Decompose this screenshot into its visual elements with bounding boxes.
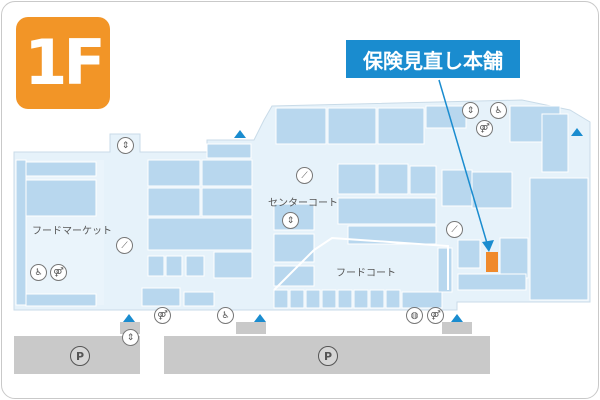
floor-badge: 1F [16,17,110,109]
store-block [201,159,253,187]
escalator-icon: ⟋ [116,237,133,254]
entrance-arrow [451,314,463,322]
store-block [337,289,353,309]
store-block [183,291,215,307]
store-block [327,107,377,145]
walkway [442,322,472,334]
escalator-icon: ⟋ [446,221,463,238]
elevator-icon: ⇕ [462,102,479,119]
store-block [409,165,437,195]
elevator-icon: ⇕ [117,137,134,154]
store-block [185,255,205,277]
store-block [206,143,252,159]
area-label-food-court: フードコート [336,268,396,279]
store-block [147,217,253,251]
store-block [369,289,385,309]
store-block [541,113,569,173]
entrance-arrow [234,130,246,138]
walkway [236,322,266,334]
restroom-icon: ⚤ [50,264,67,281]
store-block [499,237,529,279]
store-block [305,289,321,309]
store-block [201,187,253,217]
store-block [457,273,527,291]
store-callout[interactable]: 保険見直し本舗 [346,40,520,78]
store-block [377,163,409,195]
restroom-icon: ⚤ [427,307,444,324]
accessible-icon: ♿ [217,307,234,324]
store-block [289,289,305,309]
entrance-arrow [254,314,266,322]
area-label-food-market: フードマーケット [32,226,112,237]
entrance-arrow [123,314,135,322]
elevator-icon: ⇕ [122,329,139,346]
store-block [147,159,201,187]
store-block [385,289,401,309]
store-block [15,159,27,306]
floor-label: 1F [24,26,105,99]
entrance-arrow [571,128,583,136]
store-block [353,289,369,309]
restroom-icon: ⚤ [154,307,171,324]
store-block [437,247,453,293]
store-block [401,291,443,309]
accessible-icon: ♿ [30,264,47,281]
store-block [25,179,97,217]
accessible-icon: ♿ [490,102,507,119]
store-callout-label: 保険見直し本舗 [363,48,503,73]
callout-pointer [438,79,490,251]
store-block [529,177,589,301]
store-block [147,187,201,217]
store-block [457,239,481,269]
store-block [25,293,97,307]
store-block [273,233,315,263]
escalator-icon: ⟋ [296,167,313,184]
area-label-center-court: センターコート [268,198,338,209]
parking-icon: P [318,346,338,366]
store-block [347,225,437,245]
highlighted-store-hoken-minaoshi-honpo [486,252,498,272]
store-block [337,197,437,225]
store-block [321,289,337,309]
nursing-room-icon: ◍ [406,307,423,324]
store-block [141,287,181,307]
store-block [425,105,467,129]
restroom-icon: ⚤ [476,120,493,137]
food-court-boundary [273,236,449,291]
store-block [213,251,253,279]
store-block [275,107,327,145]
store-block [337,163,377,195]
parking-icon: P [70,346,90,366]
store-block [377,107,425,145]
store-block [25,161,97,177]
callout-pointer-tip [482,240,494,252]
store-block [471,171,513,209]
store-block [147,255,165,277]
elevator-icon: ⇕ [282,212,299,229]
store-block [273,289,289,309]
store-block [165,255,183,277]
